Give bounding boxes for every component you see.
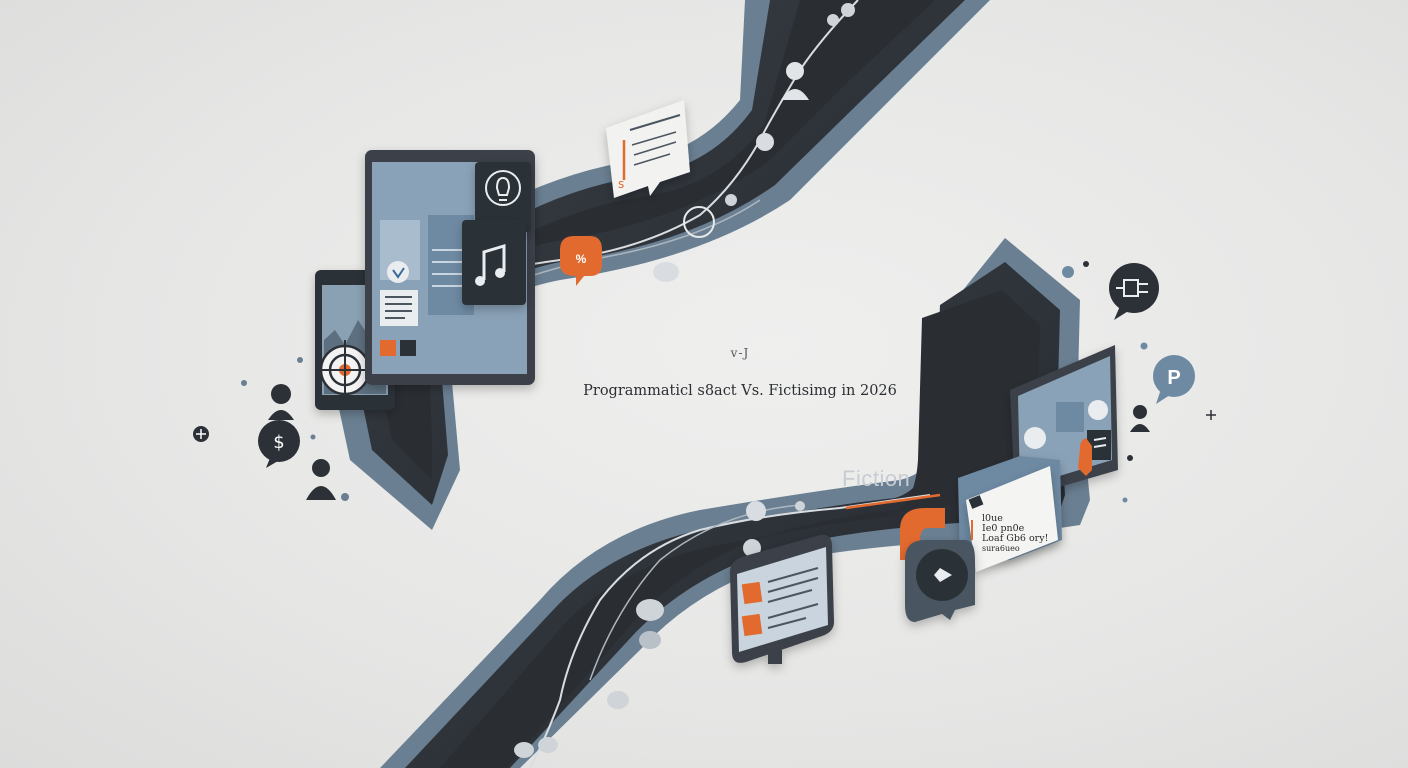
trail-node xyxy=(756,133,774,151)
road-label: Fiction xyxy=(842,466,911,491)
lower-road-inner xyxy=(440,290,1044,768)
trail-node-ring xyxy=(683,206,715,238)
trail-node xyxy=(639,631,661,649)
decorative-dot xyxy=(297,357,303,363)
trail-node xyxy=(746,501,766,521)
document-chat-card: s xyxy=(606,100,690,198)
chat-card-line: Ie0 pn0e xyxy=(982,523,1025,534)
dollar-bubble-icon: $ xyxy=(258,420,300,468)
chat-card-line: l0ue xyxy=(982,513,1003,524)
page-title: Programmaticl s8act Vs. Fictisimg in 202… xyxy=(583,383,897,399)
plus-sparkle-icon xyxy=(196,429,206,439)
play-control-card xyxy=(905,540,975,622)
decorative-dot xyxy=(1127,455,1133,461)
road-accent-line xyxy=(845,493,941,510)
decorative-dot xyxy=(1062,266,1074,278)
music-note-icon xyxy=(462,220,526,305)
trail-node xyxy=(514,742,534,758)
kicker-text: v-J xyxy=(730,346,750,360)
svg-text:$: $ xyxy=(273,432,284,453)
lightbulb-icon xyxy=(475,162,531,232)
svg-text:%: % xyxy=(576,252,587,266)
text-chat-card xyxy=(966,466,1058,572)
chat-card-text: l0ue Ie0 pn0e Loaf Gb6 ory! sura6ueo xyxy=(982,514,1072,554)
upper-road xyxy=(335,0,990,530)
trail-node xyxy=(795,501,805,511)
chat-card-line: sura6ueo xyxy=(982,544,1020,553)
upper-road-surface xyxy=(360,0,965,505)
person-icon xyxy=(1130,405,1150,432)
person-icon xyxy=(781,62,809,100)
location-pin-icon xyxy=(1078,438,1092,476)
svg-text:s: s xyxy=(618,177,624,191)
percent-bubble-icon: % xyxy=(560,236,602,286)
trail-node xyxy=(827,14,839,26)
person-icon xyxy=(306,459,336,500)
person-icon xyxy=(268,384,294,420)
trail-node xyxy=(841,3,855,17)
decorative-dot xyxy=(1122,497,1128,503)
decorative-dot xyxy=(310,434,316,440)
trail-node xyxy=(538,737,558,753)
decorative-dot xyxy=(341,493,349,501)
decorative-dot xyxy=(1140,342,1148,350)
p-bubble-icon: P xyxy=(1153,355,1195,404)
trail-node xyxy=(725,194,737,206)
upper-road-inner xyxy=(382,0,935,480)
plus-sparkle-icon xyxy=(1206,410,1216,420)
chat-card-line: Loaf Gb6 ory! xyxy=(982,533,1049,544)
trail-node xyxy=(636,599,664,621)
lower-road xyxy=(380,238,1090,768)
upper-road-trail xyxy=(469,0,859,281)
decorative-dot xyxy=(241,380,247,386)
decorative-dot xyxy=(1083,261,1089,267)
svg-text:P: P xyxy=(1167,367,1180,389)
trail-node xyxy=(743,539,761,557)
plug-bubble-icon xyxy=(1109,263,1159,320)
trail-node xyxy=(607,691,629,709)
small-document-tablet xyxy=(730,534,834,664)
trail-node xyxy=(653,262,679,282)
